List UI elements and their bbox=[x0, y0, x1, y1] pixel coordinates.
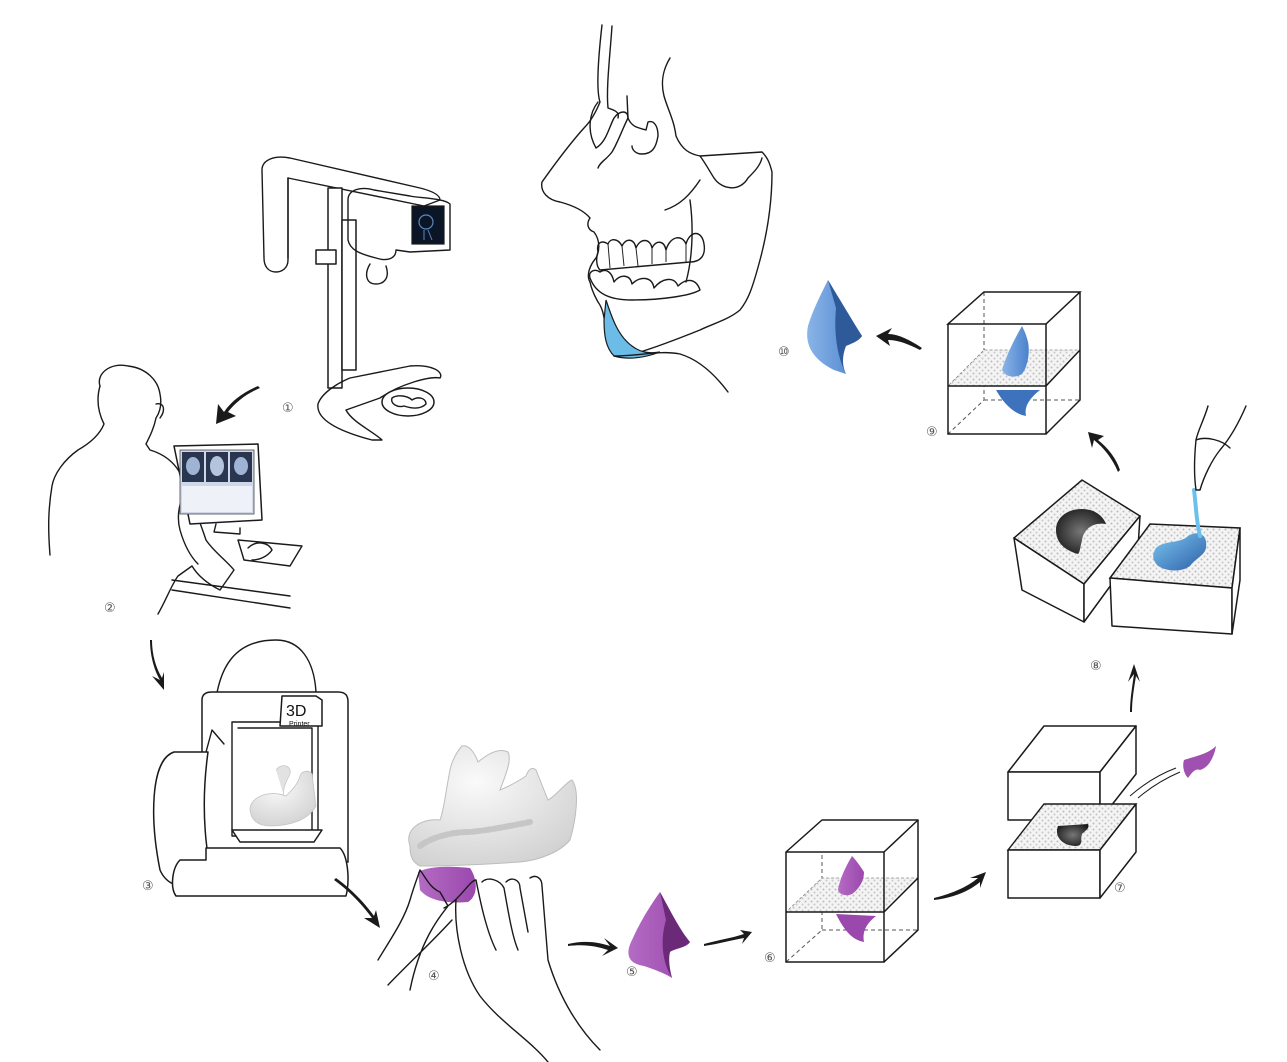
arrow-3-to-4 bbox=[334, 878, 380, 928]
arrow-7-to-8 bbox=[1128, 664, 1140, 712]
poured-silicone bbox=[1153, 533, 1207, 571]
cbct-scanner-icon bbox=[261, 156, 451, 441]
step-label-7: ⑦ bbox=[1114, 881, 1126, 896]
flask-cure-icon bbox=[946, 291, 1082, 435]
mold-open-icon bbox=[1006, 725, 1216, 899]
removed-pattern bbox=[1183, 746, 1216, 778]
step-label-6: ⑥ bbox=[764, 951, 776, 966]
arrow-1-to-2 bbox=[216, 386, 260, 424]
step-label-5: ⑤ bbox=[626, 965, 638, 980]
arrow-9-to-10 bbox=[876, 328, 922, 350]
step-label-4: ④ bbox=[428, 969, 440, 984]
step-label-8: ⑧ bbox=[1090, 659, 1102, 674]
chin-implant-highlight bbox=[603, 299, 661, 359]
skull-profile-icon bbox=[541, 24, 773, 393]
blue-implant-icon bbox=[807, 280, 862, 374]
flask-invest-icon bbox=[784, 819, 919, 963]
silicone-pour-icon bbox=[1012, 405, 1247, 635]
wax-chin-pattern bbox=[418, 866, 476, 903]
step-label-10: ⑩ bbox=[778, 345, 790, 360]
purple-implant-icon bbox=[628, 892, 690, 978]
mold-cavity-crescent bbox=[1056, 508, 1106, 554]
scanner-display bbox=[411, 205, 445, 245]
mandible-model-icon bbox=[377, 745, 601, 1062]
arrow-5-to-6 bbox=[704, 930, 752, 946]
step-label-2: ② bbox=[104, 601, 116, 616]
step-label-3: ③ bbox=[142, 879, 154, 894]
arrow-8-to-9 bbox=[1088, 432, 1120, 472]
printer-sub-label: Printer bbox=[289, 721, 310, 728]
step-label-9: ⑨ bbox=[926, 425, 938, 440]
mold-cavity bbox=[1056, 824, 1089, 846]
arrow-2-to-3 bbox=[150, 640, 164, 690]
printed-mandible bbox=[249, 770, 317, 827]
workstation-icon bbox=[47, 364, 303, 615]
arrow-6-to-7 bbox=[934, 872, 986, 900]
step-label-1: ① bbox=[282, 401, 294, 416]
printer-3d-label: 3D bbox=[286, 703, 306, 720]
3d-printer-icon: 3D Printer bbox=[152, 639, 349, 897]
arrow-4-to-5 bbox=[568, 938, 618, 956]
